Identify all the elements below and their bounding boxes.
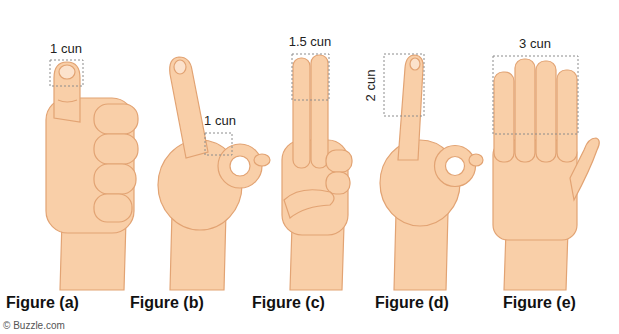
figure-caption: Figure (c)	[252, 294, 325, 312]
figure-caption: Figure (d)	[375, 294, 449, 312]
figure-caption: Figure (a)	[6, 294, 79, 312]
finger	[515, 59, 535, 162]
thumbnail	[59, 65, 75, 79]
curled-finger	[94, 104, 138, 134]
figure-caption: Figure (e)	[503, 294, 576, 312]
thumb	[570, 138, 599, 200]
curled-finger	[94, 194, 132, 222]
measure-box	[292, 54, 329, 100]
index-finger	[398, 55, 423, 160]
figure-caption: Figure (b)	[130, 294, 204, 312]
curled-finger	[94, 134, 138, 164]
thumb	[284, 190, 334, 218]
finger-ring	[440, 151, 470, 181]
curled-finger	[94, 164, 136, 194]
measurement-label: 1 cun	[50, 42, 82, 57]
finger-ring-edge	[218, 144, 262, 188]
measurement-label: 3 cun	[519, 37, 551, 52]
finger-ring-edge	[230, 156, 250, 176]
copyright-note: © Buzzle.com	[3, 320, 65, 332]
index-finger	[170, 57, 208, 158]
finger	[494, 72, 514, 162]
measure-box	[50, 60, 83, 86]
measure-box	[493, 56, 578, 134]
skin-crease	[58, 100, 77, 102]
finger-ring-edge	[446, 157, 465, 176]
pointing-hand	[380, 55, 483, 290]
fingernail	[174, 60, 186, 74]
measure-box	[205, 133, 232, 155]
thumb-up-hand	[46, 62, 138, 290]
measure-box	[384, 54, 424, 116]
measurement-label: 2 cun	[365, 69, 380, 101]
folded-finger	[326, 172, 350, 194]
fingertip	[469, 154, 483, 166]
thumb	[54, 62, 80, 122]
pointing-hand	[158, 57, 270, 290]
flat-hand	[493, 59, 599, 290]
fingernail	[410, 58, 420, 70]
measurement-label: 1 cun	[204, 114, 236, 129]
two-finger-hand	[282, 55, 352, 290]
finger	[557, 70, 577, 162]
fingertip	[254, 154, 270, 166]
middle-finger	[311, 55, 328, 168]
finger	[536, 61, 556, 162]
measurement-label: 1.5 cun	[289, 35, 332, 50]
finger-ring-edge	[435, 146, 476, 187]
index-finger	[293, 58, 310, 168]
folded-finger	[326, 150, 352, 172]
